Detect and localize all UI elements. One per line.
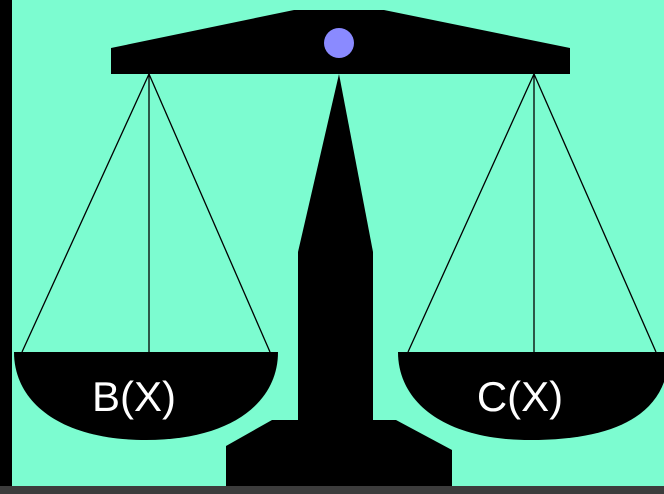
left-pan-strings [21, 73, 271, 353]
right-pan [398, 352, 664, 440]
scale-base [226, 420, 452, 486]
left-pan-label: B(X) [92, 373, 176, 420]
right-pan-strings [407, 73, 657, 353]
pivot-knob [324, 28, 354, 58]
left-pan [14, 352, 278, 440]
right-pan-label: C(X) [477, 373, 563, 420]
scale-column [298, 74, 373, 420]
bottom-bar [0, 486, 664, 494]
